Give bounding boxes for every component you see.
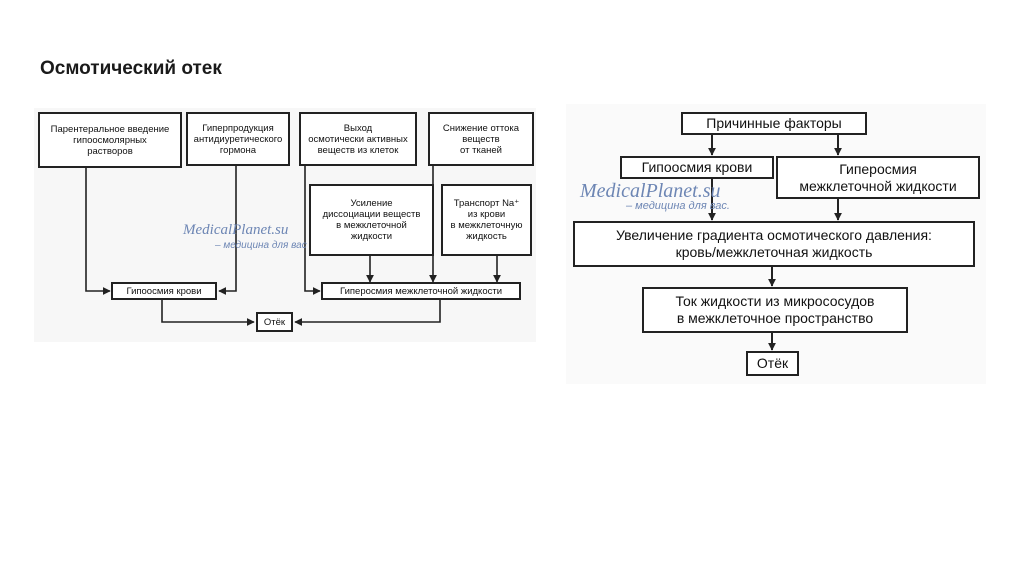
box-hyperosmia-right: Гиперосмия межклеточной жидкости: [776, 156, 980, 199]
box-hypoosmia-right: Гипоосмия крови: [620, 156, 774, 179]
box-dissociation: Усиление диссоциации веществ в межклеточ…: [309, 184, 434, 256]
box-edema: Отёк: [256, 312, 293, 332]
box-causes: Причинные факторы: [681, 112, 867, 135]
box-hypoosmia: Гипоосмия крови: [111, 282, 217, 300]
box-edema-right: Отёк: [746, 351, 799, 376]
box-transport-na: Транспорт Na⁺ из крови в межклеточную жи…: [441, 184, 532, 256]
box-flow: Ток жидкости из микрососудов в межклеточ…: [642, 287, 908, 333]
watermark-left: MedicalPlanet.su: [183, 222, 289, 238]
box-parenteral: Парентеральное введение гипоосмолярных р…: [38, 112, 182, 168]
watermark-right: MedicalPlanet.su: [580, 180, 721, 202]
watermark-right-sub: – медицина для вас.: [626, 200, 730, 212]
box-exit-substances: Выход осмотически активных веществ из кл…: [299, 112, 417, 166]
box-gradient: Увеличение градиента осмотического давле…: [573, 221, 975, 267]
box-hyperosmia: Гиперосмия межклеточной жидкости: [321, 282, 521, 300]
box-reduced-outflow: Снижение оттока веществ от тканей: [428, 112, 534, 166]
box-hyperproduction: Гиперпродукция антидиуретического гормон…: [186, 112, 290, 166]
slide-title: Осмотический отек: [40, 58, 222, 79]
watermark-left-sub: – медицина для вас: [215, 240, 307, 251]
